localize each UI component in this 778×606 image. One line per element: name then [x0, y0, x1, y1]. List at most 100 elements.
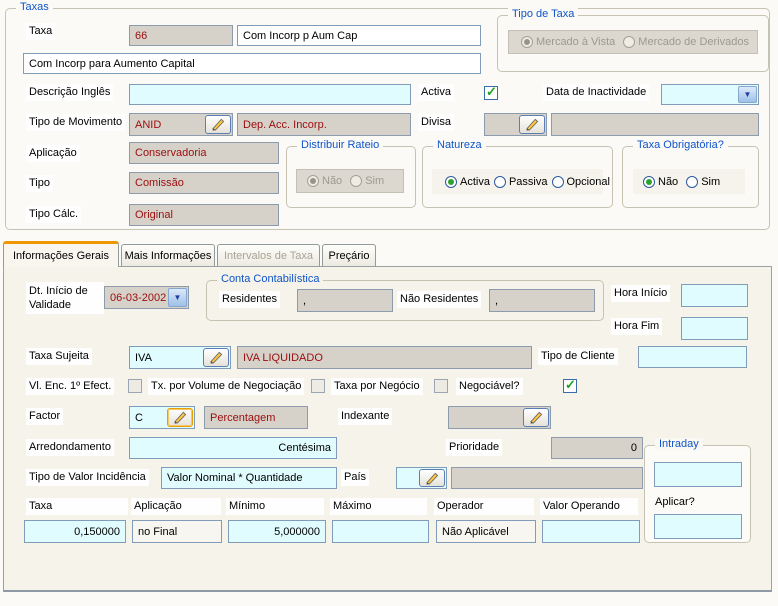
- pais-desc-field[interactable]: [451, 467, 643, 489]
- taxa-code-field[interactable]: 66: [129, 25, 233, 46]
- tipo-field[interactable]: Comissão: [129, 172, 279, 194]
- taxa-negocio-checkbox[interactable]: [434, 379, 448, 393]
- tipo-movimento-lov-button[interactable]: [205, 115, 231, 134]
- col-header-valor-operando: Valor Operando: [540, 498, 638, 515]
- radio-obrigatoria-nao[interactable]: [643, 175, 655, 188]
- divisa-desc-field[interactable]: [551, 113, 759, 136]
- check-icon: ✓: [486, 84, 497, 99]
- radio-obrigatoria-sim[interactable]: [686, 175, 699, 188]
- tipo-cliente-label: Tipo de Cliente: [538, 348, 618, 365]
- taxa-negocio-label: Taxa por Negócio: [331, 378, 423, 395]
- pencil-icon: [425, 472, 438, 485]
- radio-mercado-derivados[interactable]: [623, 36, 636, 48]
- nao-residentes-field[interactable]: ,: [489, 289, 595, 312]
- row-operador-field[interactable]: Não Aplicável: [436, 520, 536, 543]
- dt-inicio-value: 06-03-2002: [110, 291, 167, 304]
- divisa-lov-button[interactable]: [519, 115, 545, 134]
- radio-mercado-a-vista[interactable]: [521, 36, 533, 48]
- dt-inicio-combo[interactable]: 06-03-2002 ▼: [104, 286, 189, 309]
- tipo-movimento-label: Tipo de Movimento: [26, 114, 126, 131]
- arredondamento-field[interactable]: Centésima: [129, 437, 337, 459]
- taxa-code-value: 66: [135, 29, 148, 42]
- factor-desc-field[interactable]: Percentagem: [204, 406, 308, 429]
- taxa-label: Taxa: [26, 23, 56, 40]
- row-maximo-field[interactable]: [332, 520, 429, 543]
- factor-label: Factor: [26, 408, 64, 425]
- negociavel-checkbox[interactable]: ✓: [563, 377, 577, 393]
- negociavel-label: Negociável?: [456, 378, 523, 395]
- tipo-movimento-code-field[interactable]: ANID: [129, 113, 233, 136]
- col-header-aplicacao: Aplicação: [131, 498, 221, 515]
- radio-natureza-activa-label: Activa: [460, 175, 490, 188]
- taxa-full-desc-field[interactable]: Com Incorp para Aumento Capital: [23, 53, 481, 74]
- tipo-de-taxa-group: Tipo de Taxa Mercado à Vista Mercado de …: [497, 8, 769, 72]
- radio-mercado-derivados-label: Mercado de Derivados: [638, 36, 749, 48]
- tab-mais-informacoes-label: Mais Informações: [124, 250, 212, 262]
- row-valor-operando-field[interactable]: [542, 520, 640, 543]
- hora-inicio-field[interactable]: [681, 284, 748, 307]
- natureza-radio-panel: Activa Passiva Opcional: [432, 169, 610, 194]
- pais-label: País: [341, 469, 370, 486]
- distribuir-rateio-radio-panel: Não Sim: [296, 169, 404, 193]
- taxa-sujeita-desc-field[interactable]: IVA LIQUIDADO: [237, 346, 532, 369]
- radio-natureza-opcional-label: Opcional: [566, 175, 610, 188]
- indexante-lov-button[interactable]: [523, 408, 549, 427]
- tab-informacoes-gerais-label: Informações Gerais: [13, 249, 109, 262]
- tipo-de-taxa-legend: Tipo de Taxa: [508, 8, 579, 20]
- data-inactividade-combo[interactable]: ▼: [661, 84, 759, 105]
- radio-mercado-a-vista-label: Mercado à Vista: [536, 36, 616, 48]
- factor-code-field[interactable]: C: [129, 406, 195, 429]
- pais-code-field[interactable]: [396, 467, 447, 489]
- taxa-sujeita-code-value: IVA: [135, 351, 152, 364]
- prioridade-field[interactable]: 0: [551, 437, 643, 459]
- intraday-field[interactable]: [654, 462, 742, 487]
- row-taxa-field[interactable]: 0,150000: [24, 520, 126, 543]
- factor-lov-button[interactable]: [167, 408, 193, 427]
- tipo-cliente-field[interactable]: [638, 346, 747, 368]
- col-header-maximo: Máximo: [330, 498, 427, 515]
- row-operador-value: Não Aplicável: [442, 525, 509, 538]
- tipo-value: Comissão: [135, 177, 184, 189]
- indexante-field[interactable]: [448, 406, 551, 429]
- tab-informacoes-gerais[interactable]: Informações Gerais: [3, 241, 119, 267]
- tipo-calc-field[interactable]: Original: [129, 204, 279, 226]
- tab-intervalos-de-taxa-label: Intervalos de Taxa: [223, 250, 314, 262]
- tipo-movimento-desc-value: Dep. Acc. Incorp.: [243, 118, 327, 131]
- tipo-label: Tipo: [26, 175, 53, 192]
- tipo-valor-incidencia-field[interactable]: Valor Nominal * Quantidade: [161, 467, 337, 489]
- taxa-short-desc-field[interactable]: Com Incorp p Aum Cap: [237, 25, 481, 46]
- pais-lov-button[interactable]: [419, 469, 445, 487]
- chevron-down-icon[interactable]: ▼: [738, 86, 757, 103]
- radio-rateio-sim[interactable]: [350, 175, 363, 187]
- chevron-down-icon[interactable]: ▼: [168, 288, 187, 307]
- tipo-calc-value: Original: [135, 209, 173, 221]
- tab-mais-informacoes[interactable]: Mais Informações: [121, 244, 215, 267]
- radio-natureza-passiva[interactable]: [493, 175, 506, 188]
- tx-volume-checkbox[interactable]: [311, 379, 325, 393]
- radio-rateio-nao[interactable]: [307, 175, 319, 187]
- aplicar-field[interactable]: [654, 514, 742, 539]
- divisa-code-field[interactable]: [484, 113, 547, 136]
- vl-enc-checkbox[interactable]: [128, 379, 142, 393]
- aplicacao-field[interactable]: Conservadoria: [129, 142, 279, 164]
- hora-fim-field[interactable]: [681, 317, 748, 340]
- activa-checkbox[interactable]: ✓: [484, 84, 498, 100]
- row-minimo-field[interactable]: 5,000000: [228, 520, 326, 543]
- tab-intervalos-de-taxa[interactable]: Intervalos de Taxa: [217, 244, 320, 267]
- row-aplicacao-field[interactable]: no Final: [132, 520, 222, 543]
- factor-code-value: C: [135, 411, 143, 424]
- data-inactividade-label: Data de Inactividade: [543, 84, 650, 101]
- natureza-legend: Natureza: [433, 139, 486, 151]
- tab-precario[interactable]: Preçário: [322, 244, 376, 267]
- tipo-movimento-desc-field[interactable]: Dep. Acc. Incorp.: [237, 113, 411, 136]
- residentes-field[interactable]: ,: [297, 289, 393, 312]
- taxas-group: Taxas Taxa 66 Com Incorp p Aum Cap Tipo …: [5, 1, 770, 230]
- descricao-ingles-field[interactable]: [129, 84, 411, 105]
- taxa-sujeita-code-field[interactable]: IVA: [129, 346, 231, 369]
- radio-natureza-activa[interactable]: [445, 175, 457, 188]
- taxa-sujeita-lov-button[interactable]: [203, 348, 229, 367]
- taxa-sujeita-desc-value: IVA LIQUIDADO: [243, 351, 323, 364]
- radio-natureza-opcional[interactable]: [551, 175, 564, 188]
- tipo-movimento-code-value: ANID: [135, 118, 162, 131]
